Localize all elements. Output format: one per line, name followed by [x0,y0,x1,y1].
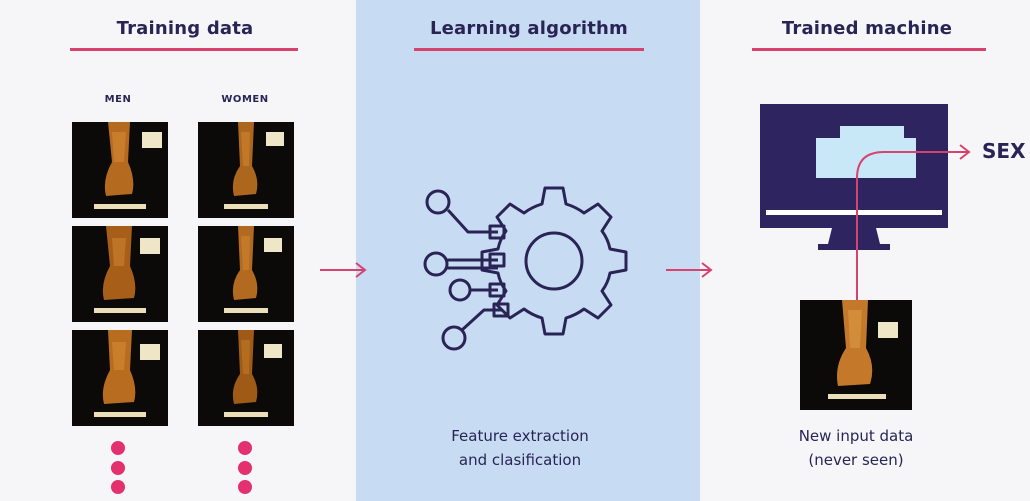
bone-photo-men-3 [72,330,168,426]
trained-machine-underline [752,48,986,51]
learning-caption: Feature extraction and clasification [400,424,640,472]
bone-photo-women-3 [198,330,294,426]
women-label: WOMEN [221,94,269,105]
monitor-icon [760,104,948,250]
arrow-right-icon [320,262,367,278]
trained-caption-line2: (never seen) [808,451,904,469]
men-label: MEN [104,94,132,105]
ellipsis-dot [238,480,252,494]
output-sex-label: SEX [982,139,1026,163]
bone-photo-women-1 [198,122,294,218]
arrow-right-icon [666,262,713,278]
training-data-underline [70,48,298,51]
ellipsis-dot [111,441,125,455]
new-input-bone-photo [800,300,912,410]
gear-circuit-icon [423,186,628,351]
learning-caption-line2: and clasification [458,451,582,469]
learning-algorithm-title: Learning algorithm [429,18,629,39]
bone-photo-men-1 [72,122,168,218]
input-to-output-connector [856,144,971,304]
bone-photo-women-2 [198,226,294,322]
ellipsis-dot [111,480,125,494]
bone-photo-men-2 [72,226,168,322]
learning-caption-line1: Feature extraction [451,427,589,445]
ellipsis-dot [111,461,125,475]
trained-caption: New input data (never seen) [756,424,956,472]
ellipsis-dot [238,441,252,455]
learning-algorithm-underline [414,48,644,51]
trained-machine-title: Trained machine [781,18,953,39]
ellipsis-dot [238,461,252,475]
trained-caption-line1: New input data [798,427,914,445]
training-data-title: Training data [116,18,254,39]
